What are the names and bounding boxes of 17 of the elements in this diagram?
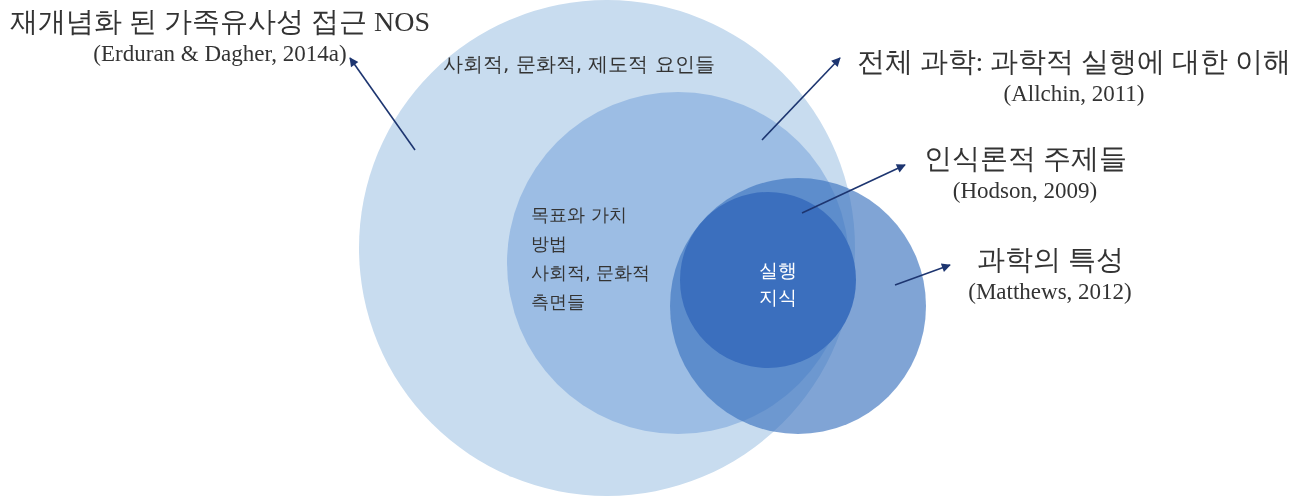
- region-label: 사회적, 문화적 측면들: [531, 261, 652, 314]
- callout-heading: 재개념화 된 가족유사성 접근 NOS: [10, 5, 430, 39]
- callout-heading: 과학의 특성: [976, 243, 1124, 277]
- region-label: 목표와 가치: [531, 203, 627, 227]
- leader-arrow: [894, 263, 951, 286]
- region-label: 실행 지식: [758, 258, 798, 310]
- callout-heading: 전체 과학: 과학적 실행에 대한 이해: [856, 45, 1292, 79]
- leader-arrow: [349, 57, 416, 151]
- region-label: 사회적, 문화적, 제도적 요인들: [443, 51, 715, 78]
- leader-arrow: [761, 57, 841, 141]
- callout-heading: 인식론적 주제들: [923, 142, 1127, 176]
- leader-arrow: [801, 164, 906, 214]
- citation-text: (Hodson, 2009): [952, 177, 1098, 205]
- region-label: 방법: [531, 232, 567, 256]
- citation-text: (Erduran & Dagher, 2014a): [93, 40, 347, 68]
- citation-text: (Allchin, 2011): [1003, 80, 1145, 108]
- citation-text: (Matthews, 2012): [968, 278, 1132, 306]
